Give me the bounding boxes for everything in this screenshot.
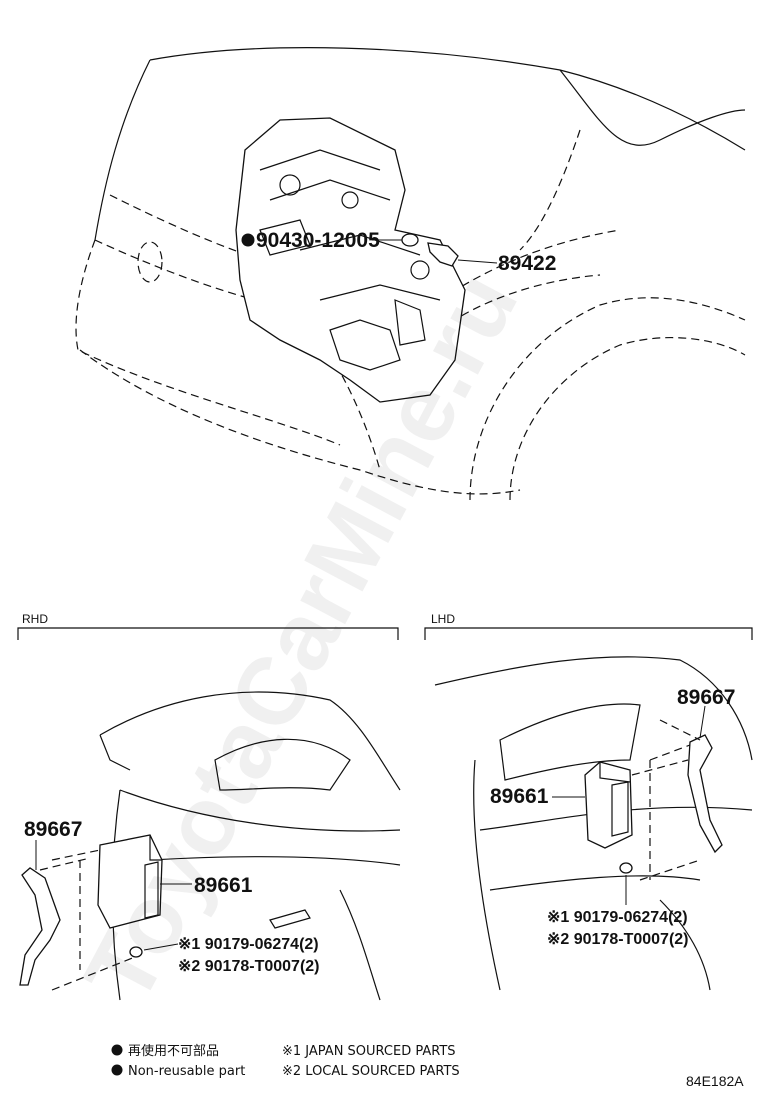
non-reusable-marker-icon — [111, 1064, 123, 1076]
lhd-ref-1: ※1 90179-06274(2) — [547, 909, 688, 926]
lhd-ref-2: ※2 90178-T0007(2) — [547, 931, 689, 948]
nut-icon — [129, 946, 143, 958]
washer-icon — [401, 233, 419, 247]
rhd-ref-2: ※2 90178-T0007(2) — [178, 958, 320, 975]
legend-note-2: ※2 LOCAL SOURCED PARTS — [282, 1064, 460, 1079]
figure-code: 84E182A — [686, 1073, 744, 1089]
car-front-illustration — [75, 47, 746, 501]
rhd-part-number-bracket: 89667 — [24, 818, 82, 841]
lhd-part-number-ecu: 89661 — [490, 785, 549, 808]
rhd-section — [17, 627, 401, 1001]
non-reusable-marker-icon — [111, 1044, 123, 1056]
legend-nonreusable-en: Non-reusable part — [128, 1064, 245, 1079]
rhd-label: RHD — [22, 612, 48, 626]
legend-note-1: ※1 JAPAN SOURCED PARTS — [282, 1044, 456, 1059]
lhd-part-number-bracket: 89667 — [677, 686, 735, 709]
lhd-label: LHD — [431, 612, 455, 626]
part-number-bolt: 90430-12005 — [256, 229, 380, 252]
sensor-icon — [427, 242, 459, 267]
rhd-part-number-ecu: 89661 — [194, 874, 253, 897]
nut-icon — [619, 862, 633, 874]
watermark: ToyotaCarMine.ru — [64, 255, 538, 1020]
non-reusable-marker-icon — [241, 233, 255, 247]
lhd-bracket-line — [424, 627, 753, 640]
rhd-ref-1: ※1 90179-06274(2) — [178, 936, 319, 953]
legend-nonreusable-jp: 再使用不可部品 — [128, 1043, 219, 1059]
lhd-section — [424, 627, 753, 991]
part-number-sensor: 89422 — [498, 252, 556, 275]
rhd-bracket-line — [17, 627, 399, 640]
